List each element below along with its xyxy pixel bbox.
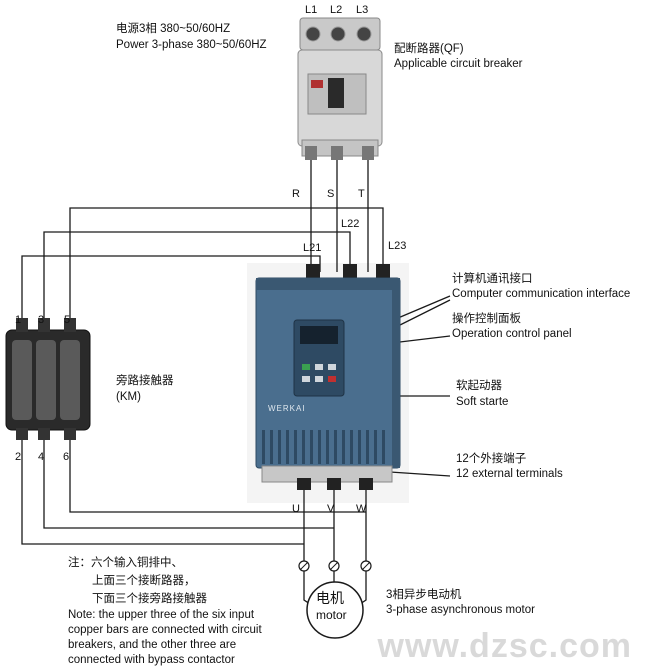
note-zh-2: 上面三个接断路器， — [92, 575, 196, 587]
contactor-pole-3 — [60, 340, 80, 420]
contactor-terminal-3: 3 — [38, 314, 45, 326]
contactor-pole-1 — [12, 340, 32, 420]
starter-side — [392, 290, 400, 468]
wires — [21, 155, 451, 613]
panel-key-2 — [315, 364, 323, 370]
leader-comm-1 — [397, 295, 451, 319]
panel-key-4 — [302, 376, 310, 382]
panel-label-en: Operation control panel — [452, 328, 572, 340]
motor-terminal-slashes — [299, 561, 371, 571]
label-s: S — [327, 188, 335, 200]
breaker-indicator — [311, 80, 323, 88]
breaker-bar-s — [331, 146, 343, 160]
note-zh-3: 下面三个接旁路接触器 — [92, 593, 207, 605]
breaker-label-zh: 配断路器(QF) — [394, 43, 464, 55]
note-zh-1: 注：六个输入铜排中、 — [68, 557, 183, 569]
bypass-contactor — [5, 318, 91, 440]
wire-l22 — [43, 231, 351, 318]
panel-label-zh: 操作控制面板 — [452, 313, 521, 325]
starter-vents — [262, 430, 385, 464]
label-v: V — [327, 503, 335, 515]
contactor-terminal-2: 2 — [15, 451, 22, 463]
contactor-lug-4 — [38, 428, 50, 440]
label-l23: L23 — [388, 240, 407, 252]
contactor-lug-5 — [64, 318, 76, 332]
control-display — [300, 326, 338, 344]
label-l21: L21 — [303, 242, 322, 254]
note-en-1: Note: the upper three of the six input — [68, 609, 255, 621]
circuit-breaker — [297, 17, 383, 160]
leader-terminals — [389, 471, 451, 477]
label-w: W — [356, 503, 367, 515]
wire-t6 — [69, 432, 366, 513]
terminals-label-zh: 12个外接端子 — [456, 453, 527, 465]
contactor-terminal-5: 5 — [64, 314, 71, 326]
watermark: www.dzsc.com — [377, 627, 632, 665]
wire-l23 — [69, 207, 384, 318]
wire-t4 — [43, 432, 334, 529]
contactor-lug-3 — [38, 318, 50, 332]
starter-label-zh: 软起动器 — [456, 380, 502, 392]
label-u: U — [292, 503, 300, 515]
starter-label-en: Soft starte — [456, 396, 509, 408]
power-label-en: Power 3-phase 380~50/60HZ — [116, 39, 267, 51]
phase-l1: L1 — [305, 4, 318, 16]
contactor-label-zh: 旁路接触器 — [116, 375, 174, 387]
motor-label-en: 3-phase asynchronous motor — [386, 604, 535, 616]
note-en-3: breakers, and the other three are — [68, 639, 237, 651]
motor-terminals — [298, 560, 372, 572]
phase-l3: L3 — [356, 4, 369, 16]
starter-output-lug-w — [359, 478, 373, 490]
contactor-label-en: (KM) — [116, 391, 141, 403]
note-en-2: copper bars are connected with circuit — [68, 624, 262, 636]
contactor-lug-1 — [16, 318, 28, 332]
note-en-4: connected with bypass contactor — [68, 654, 235, 666]
wire-t2 — [21, 432, 304, 545]
phase-l2: L2 — [330, 4, 343, 16]
soft-starter — [255, 264, 401, 490]
label-r: R — [292, 188, 300, 200]
motor-symbol — [306, 581, 364, 639]
panel-key-5 — [315, 376, 323, 382]
breaker-handle — [328, 78, 344, 108]
power-label-zh: 电源3相 380~50/60HZ — [116, 23, 231, 35]
starter-top-band — [256, 278, 400, 290]
motor-label-zh: 3相异步电动机 — [386, 589, 462, 601]
label-t: T — [358, 188, 365, 200]
panel-key-1 — [302, 364, 310, 370]
panel-key-6 — [328, 376, 336, 382]
breaker-label-en: Applicable circuit breaker — [394, 58, 523, 70]
starter-output-lug-v — [327, 478, 341, 490]
contactor-pole-2 — [36, 340, 56, 420]
breaker-screw-l2 — [330, 26, 346, 42]
label-l22: L22 — [341, 218, 360, 230]
breaker-bar-r — [305, 146, 317, 160]
contactor-terminal-6: 6 — [63, 451, 70, 463]
breaker-screw-l1 — [305, 26, 321, 42]
contactor-lug-6 — [64, 428, 76, 440]
contactor-lug-2 — [16, 428, 28, 440]
comm-label-zh: 计算机通讯接口 — [452, 273, 533, 285]
breaker-bar-t — [362, 146, 374, 160]
comm-label-en: Computer communication interface — [452, 288, 631, 300]
motor-zh: 电机 — [316, 590, 344, 606]
breaker-screw-l3 — [356, 26, 372, 42]
terminals-label-en: 12 external terminals — [456, 468, 563, 480]
motor-en: motor — [316, 608, 347, 622]
panel-key-3 — [328, 364, 336, 370]
contactor-terminal-4: 4 — [38, 451, 45, 463]
starter-brand: WERKAI — [268, 404, 306, 413]
starter-output-lug-u — [297, 478, 311, 490]
contactor-terminal-1: 1 — [15, 314, 22, 326]
leader-comm-2 — [397, 299, 451, 327]
